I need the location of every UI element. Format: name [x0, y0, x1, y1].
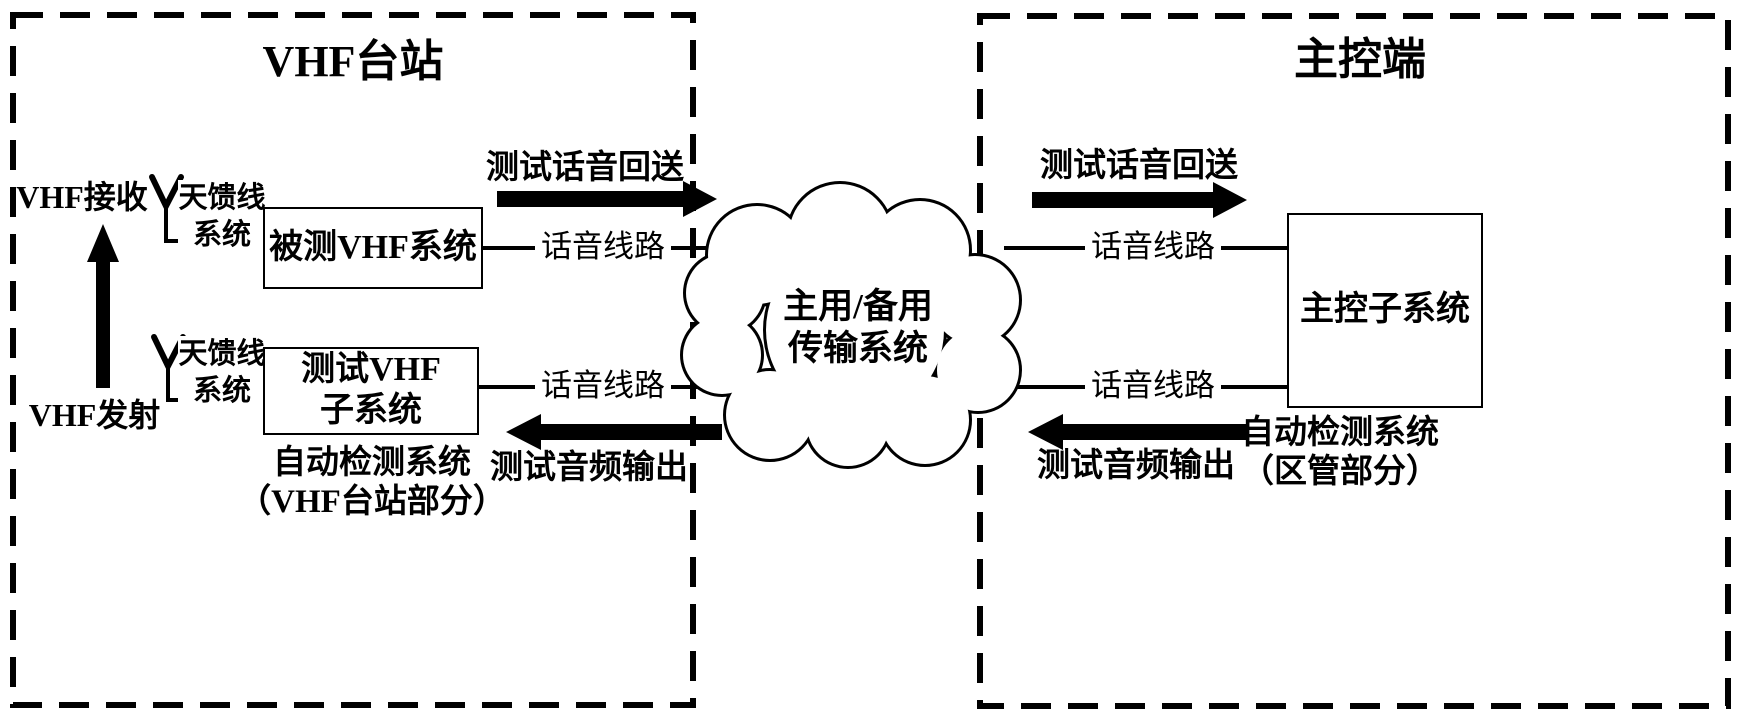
feeder-system-label: 天馈线 系统: [178, 336, 266, 411]
voice-line-label: 话音线路: [535, 368, 671, 404]
transmission-cloud-shape: [680, 181, 1022, 469]
voice-return-arrow-left: [497, 181, 717, 217]
left-caption-line1: 自动检测系统: [273, 445, 471, 481]
vhf-transmit-label: VHF发射: [28, 397, 161, 433]
right-system-caption: 自动检测系统 （区管部分）: [1190, 414, 1490, 492]
right-caption-line1: 自动检测系统: [1241, 415, 1439, 451]
audio-output-label-right: 测试音频输出: [1037, 448, 1235, 484]
vhf-receive-label: VHF接收: [16, 179, 148, 215]
voice-return-arrow-right: [1032, 182, 1247, 218]
audio-output-arrow-right: [1028, 414, 1247, 450]
vhf-system-under-test-box: 被测VHF系统: [263, 207, 483, 289]
audio-output-arrow-left: [506, 414, 722, 450]
test-vhf-subsystem-line2: 子系统: [320, 392, 422, 429]
left-caption-line2: （VHF台站部分）: [238, 483, 506, 520]
feeder-label-line2: 系统: [192, 375, 251, 408]
voice-line-label: 话音线路: [1085, 229, 1221, 265]
master-region-border: [977, 13, 1731, 709]
left-system-caption: 自动检测系统 （VHF台站部分）: [222, 444, 522, 522]
master-region-title: 主控端: [1294, 35, 1426, 84]
right-caption-line2: （区管部分）: [1241, 453, 1439, 490]
feeder-label-line1: 天馈线: [178, 338, 266, 370]
vhf-station-title: VHF台站: [262, 37, 444, 86]
vhf-system-under-test-label: 被测VHF系统: [269, 228, 477, 266]
transmission-cloud-label: 主用/备用 传输系统: [708, 286, 1008, 370]
cloud-label-line2: 传输系统: [787, 329, 928, 368]
cloud-label-line1: 主用/备用: [783, 287, 933, 326]
master-control-subsystem-box: 主控子系统: [1287, 213, 1483, 408]
audio-output-label-left: 测试音频输出: [490, 450, 688, 486]
feeder-label-line1: 天馈线: [178, 182, 266, 214]
voice-line-label: 话音线路: [535, 229, 671, 265]
transmit-to-receive-arrow: [87, 224, 119, 388]
voice-return-label-left: 测试话音回送: [486, 150, 684, 186]
test-vhf-subsystem-line1: 测试VHF: [301, 351, 441, 389]
antenna-icon: [149, 174, 184, 213]
master-control-subsystem-label: 主控子系统: [1300, 291, 1470, 329]
voice-line-label: 话音线路: [1085, 368, 1221, 404]
vhf-station-region-border: [10, 12, 696, 708]
test-vhf-subsystem-box: 测试VHF 子系统: [263, 347, 479, 435]
feeder-label-line2: 系统: [192, 219, 251, 252]
feeder-system-label: 天馈线 系统: [178, 180, 266, 255]
voice-return-label-right: 测试话音回送: [1040, 148, 1238, 184]
